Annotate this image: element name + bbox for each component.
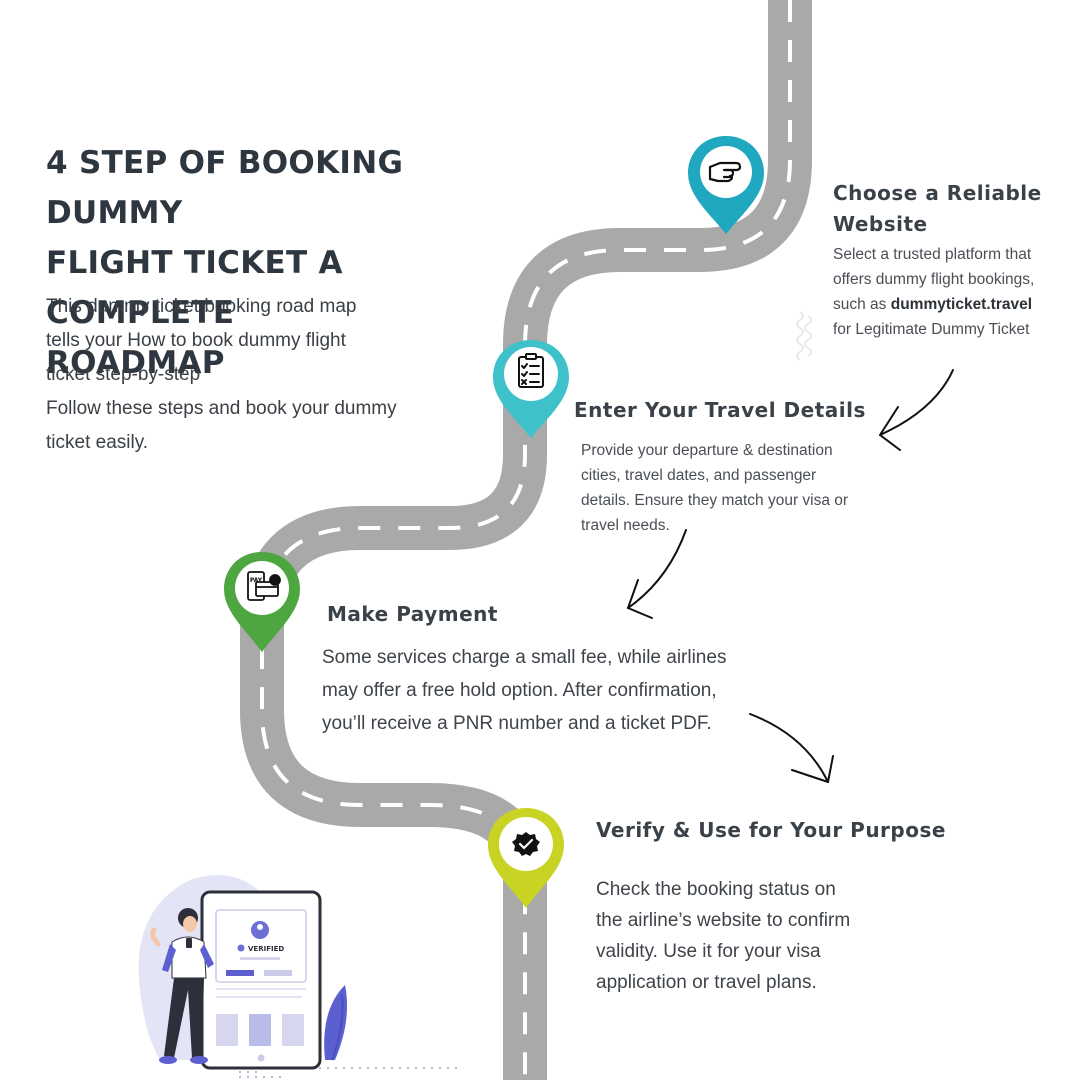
verified-label: VERIFIED — [248, 945, 284, 953]
step-2-pin — [493, 340, 569, 438]
step-4-description: Check the booking status on the airline’… — [596, 879, 851, 993]
site-name: dummyticket.travel — [890, 296, 1033, 313]
step-1-description: Select a trusted platform that offers du… — [833, 246, 1035, 338]
arrow-step1-to-step2 — [879, 369, 954, 436]
woman-with-phone-illustration: VERIFIED — [138, 875, 457, 1078]
pay-label: PAY — [250, 577, 263, 584]
verified-badge-icon — [512, 832, 540, 856]
arrow-step3-to-step4 — [749, 713, 829, 783]
step-1-block: Choose a Reliable Website Select a trust… — [833, 178, 1042, 342]
decorative-squiggle — [796, 311, 812, 361]
step-4-pin — [488, 808, 564, 908]
pointing-hand-icon — [708, 161, 742, 183]
step-3-pin: PAY — [224, 552, 300, 652]
arrow-step2-to-step3 — [627, 529, 687, 609]
step-3-title: Make Payment — [327, 602, 498, 626]
step-1-pin — [688, 136, 764, 234]
checklist-icon — [518, 353, 544, 388]
intro-text: This dummy ticket booking road map tells… — [46, 296, 397, 453]
step-2-description: Provide your departure & destination cit… — [581, 442, 849, 534]
step-3-description: Some services charge a small fee, while … — [322, 647, 727, 734]
step-2-title: Enter Your Travel Details — [574, 398, 866, 422]
step-4-title: Verify & Use for Your Purpose — [596, 818, 946, 842]
step-1-title: Choose a Reliable Website — [833, 181, 1042, 236]
payment-icon — [247, 571, 281, 601]
page-title: 4 STEP OF BOOKING DUMMY FLIGHT TICKET A … — [46, 145, 404, 381]
